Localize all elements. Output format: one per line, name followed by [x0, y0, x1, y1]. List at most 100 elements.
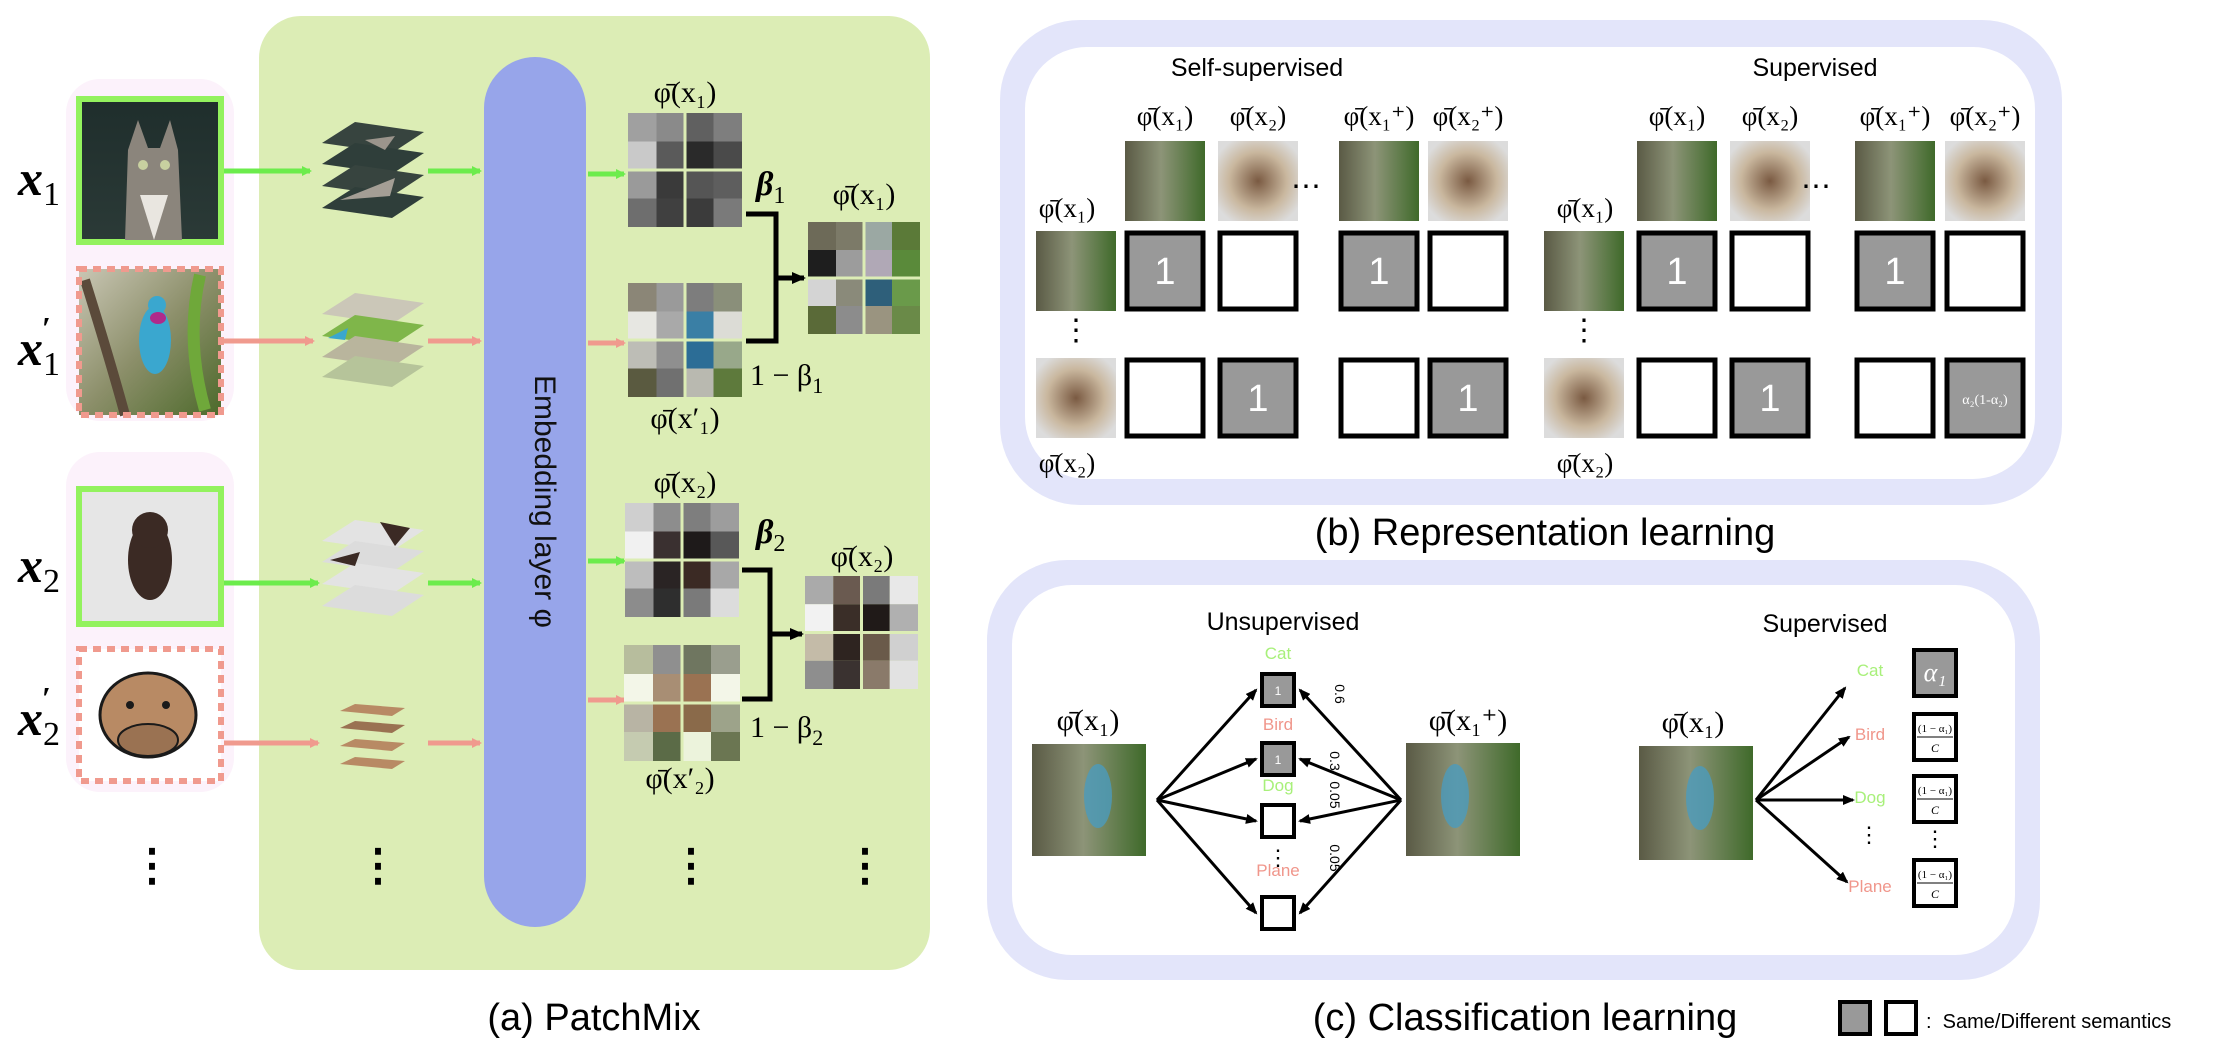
- row-header-image: [1036, 231, 1116, 311]
- grid-patch: [805, 660, 834, 689]
- cell-value: 1: [1368, 251, 1389, 293]
- supervised-matrix: Supervisedφ̄(x₁)φ̄(x₂)φ̄(x₁⁺)φ̄(x₂⁺)⋯φ̄(…: [1544, 54, 2026, 478]
- column-ellipsis: ⋯: [1801, 170, 1831, 203]
- cell-different: [1217, 230, 1299, 312]
- mix-bracket-2: [742, 567, 804, 702]
- grid-patch: [653, 645, 682, 674]
- row-header-image: [1036, 358, 1116, 438]
- unsup-left-label: φ̄(x₁): [1057, 704, 1120, 737]
- class-score-box: [1260, 741, 1296, 777]
- ellipsis-inputs: ⋮: [130, 841, 174, 890]
- column-header-image: [1945, 141, 2025, 221]
- patch-stack-x2: [322, 520, 424, 616]
- class-score-box: [1260, 895, 1296, 931]
- cell-different: [1124, 357, 1206, 439]
- grid-patch: [628, 340, 657, 369]
- grid-patch: [656, 340, 685, 369]
- grid-patch: [805, 576, 834, 605]
- sup-class-bird: Bird(1 − α₁)C: [1755, 712, 1958, 802]
- grid-patch: [682, 531, 711, 560]
- sup-edge: [1755, 735, 1851, 802]
- fraction-denominator: C: [1931, 803, 1940, 817]
- grid-patch: [713, 283, 742, 312]
- class-score-box: [1260, 803, 1296, 839]
- grid-patch: [682, 645, 711, 674]
- edge-right: [1298, 757, 1402, 802]
- edge-left: [1156, 798, 1258, 824]
- grid-patch: [833, 604, 862, 633]
- grid-patch: [682, 732, 711, 761]
- cell-same: [1729, 357, 1811, 439]
- class-label: Plane: [1256, 861, 1299, 880]
- column-header-image: [1730, 141, 1810, 221]
- grid-patch: [656, 311, 685, 340]
- feature-label-x1: φ̄(x₁): [654, 76, 717, 109]
- grid-patch: [682, 703, 711, 732]
- grid-patch: [656, 113, 685, 142]
- cell-same: [1636, 230, 1718, 312]
- grid-patch: [682, 560, 711, 589]
- grid-patch: [892, 222, 920, 250]
- grid-patch: [808, 222, 836, 250]
- patch-stack-x1: [322, 122, 424, 218]
- grid-patch: [625, 560, 654, 589]
- grid-patch: [653, 674, 682, 703]
- class-target-value: α₁: [1924, 658, 1947, 687]
- feature-grid-mix1: [808, 222, 920, 334]
- ellipsis-mixed: ⋮: [843, 841, 887, 890]
- label-x2: x2: [17, 537, 60, 600]
- grid-patch: [892, 278, 920, 306]
- grid-patch: [710, 588, 739, 617]
- legend-different-swatch: [1884, 1000, 1918, 1036]
- grid-patch: [713, 170, 742, 199]
- grid-patch: [805, 604, 834, 633]
- edge-left: [1155, 799, 1258, 915]
- grid-patch: [628, 170, 657, 199]
- unsupervised-title: Unsupervised: [1207, 608, 1360, 636]
- grid-patch: [656, 283, 685, 312]
- edge-right: [1298, 798, 1402, 824]
- grid-patch: [864, 222, 892, 250]
- sup-class-dog: Dog(1 − α₁)C: [1756, 774, 1958, 824]
- column-header-label: φ̄(x₂⁺): [1433, 101, 1504, 131]
- column-header-image: [1218, 141, 1298, 221]
- edge-weight: 0.3: [1327, 751, 1343, 771]
- grid-patch: [628, 311, 657, 340]
- column-header-label: φ̄(x₂): [1230, 101, 1286, 131]
- fraction-numerator: (1 − α₁): [1918, 869, 1952, 881]
- class-score-value: 1: [1275, 753, 1282, 767]
- grid-patch: [625, 503, 654, 532]
- grid-patch: [685, 340, 714, 369]
- class-target-box: [1912, 648, 1958, 698]
- grid-patch: [861, 576, 890, 605]
- grid-patch: [628, 283, 657, 312]
- cell-same: [1124, 230, 1206, 312]
- weight-beta1: β1: [754, 166, 785, 209]
- patch-stack-x1-prime: [322, 293, 424, 387]
- grid-patch: [808, 278, 836, 306]
- cell-value: 1: [1884, 251, 1905, 293]
- grid-patch: [624, 674, 653, 703]
- row-header-image: [1544, 231, 1624, 311]
- target-ellipsis: ⋮: [1924, 826, 1946, 851]
- column-header-image: [1855, 141, 1935, 221]
- sup-left-image: [1639, 746, 1753, 860]
- cell-same: [1944, 357, 2026, 439]
- cell-value: 1: [1247, 378, 1268, 420]
- grid-patch: [711, 645, 740, 674]
- grid-patch: [653, 588, 682, 617]
- grid-patch: [653, 531, 682, 560]
- sup-left-label: φ̄(x₁): [1662, 706, 1725, 739]
- grid-patch: [685, 311, 714, 340]
- grid-patch: [685, 141, 714, 170]
- feature-grid-mix2: [805, 576, 918, 689]
- cell-same: [1217, 357, 1299, 439]
- grid-patch: [713, 340, 742, 369]
- grid-patch: [833, 660, 862, 689]
- label-x1: x1: [17, 150, 60, 213]
- fraction-denominator: C: [1931, 887, 1940, 901]
